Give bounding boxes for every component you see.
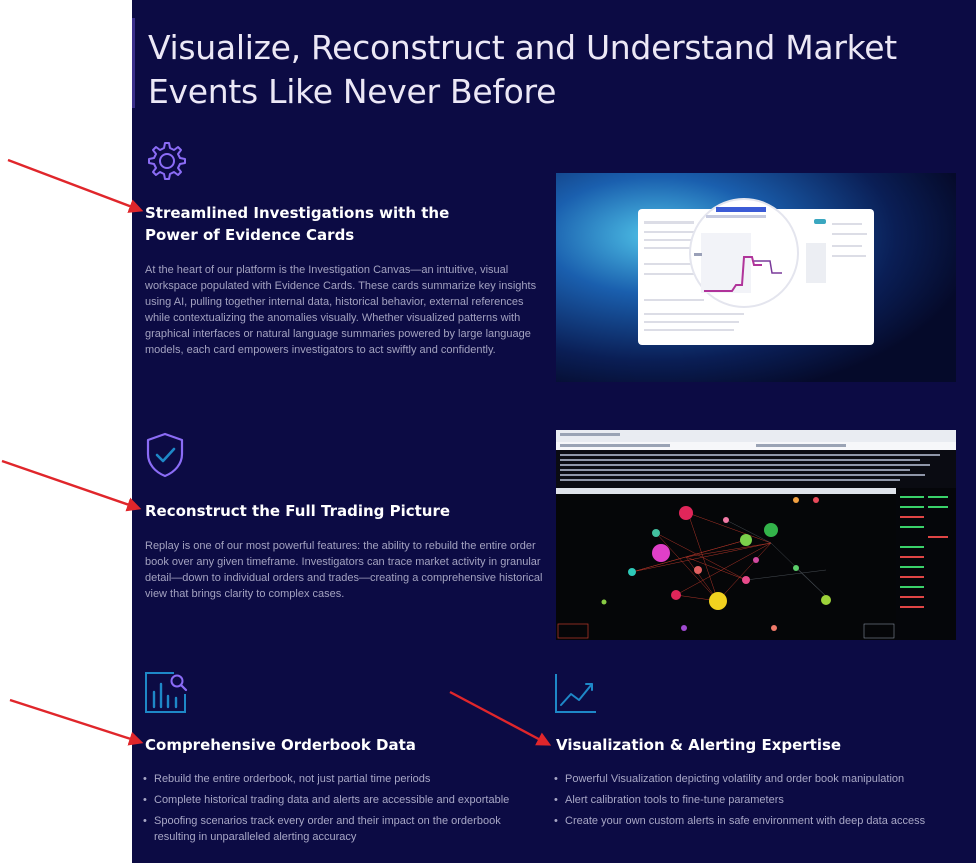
orderbook-bullet-list: Rebuild the entire orderbook, not just p… (143, 771, 533, 850)
feature-title-trading-picture: Reconstruct the Full Trading Picture (145, 502, 451, 520)
chart-search-icon (145, 672, 188, 713)
replay-network-screenshot (556, 430, 956, 640)
feature-body-evidence-cards: At the heart of our platform is the Inve… (145, 264, 537, 356)
list-item: Spoofing scenarios track every order and… (143, 813, 533, 845)
trend-line-icon (555, 674, 596, 713)
feature-body-trading-picture: Replay is one of our most powerful featu… (145, 540, 543, 600)
list-item: Create your own custom alerts in safe en… (554, 813, 954, 829)
list-item: Rebuild the entire orderbook, not just p… (143, 771, 533, 787)
page-headline: Visualize, Reconstruct and Understand Ma… (148, 28, 897, 111)
arrow-to-evidence-cards (7, 158, 144, 213)
shield-check-icon (146, 432, 184, 478)
gear-icon (148, 142, 186, 180)
list-item: Complete historical trading data and ale… (143, 792, 533, 808)
feature-title-orderbook: Comprehensive Orderbook Data (145, 736, 416, 754)
visualization-bullet-list: Powerful Visualization depicting volatil… (554, 771, 954, 834)
arrow-to-orderbook (9, 698, 144, 746)
list-item: Powerful Visualization depicting volatil… (554, 771, 954, 787)
feature-title-evidence-cards: Streamlined Investigations with the Powe… (145, 204, 450, 244)
feature-title-visualization: Visualization & Alerting Expertise (556, 736, 842, 754)
arrow-to-trading-picture (1, 459, 142, 512)
evidence-card-screenshot (556, 173, 956, 382)
content-panel: Visualize, Reconstruct and Understand Ma… (132, 0, 976, 863)
list-item: Alert calibration tools to fine-tune par… (554, 792, 954, 808)
panel-accent-bar (132, 18, 135, 108)
